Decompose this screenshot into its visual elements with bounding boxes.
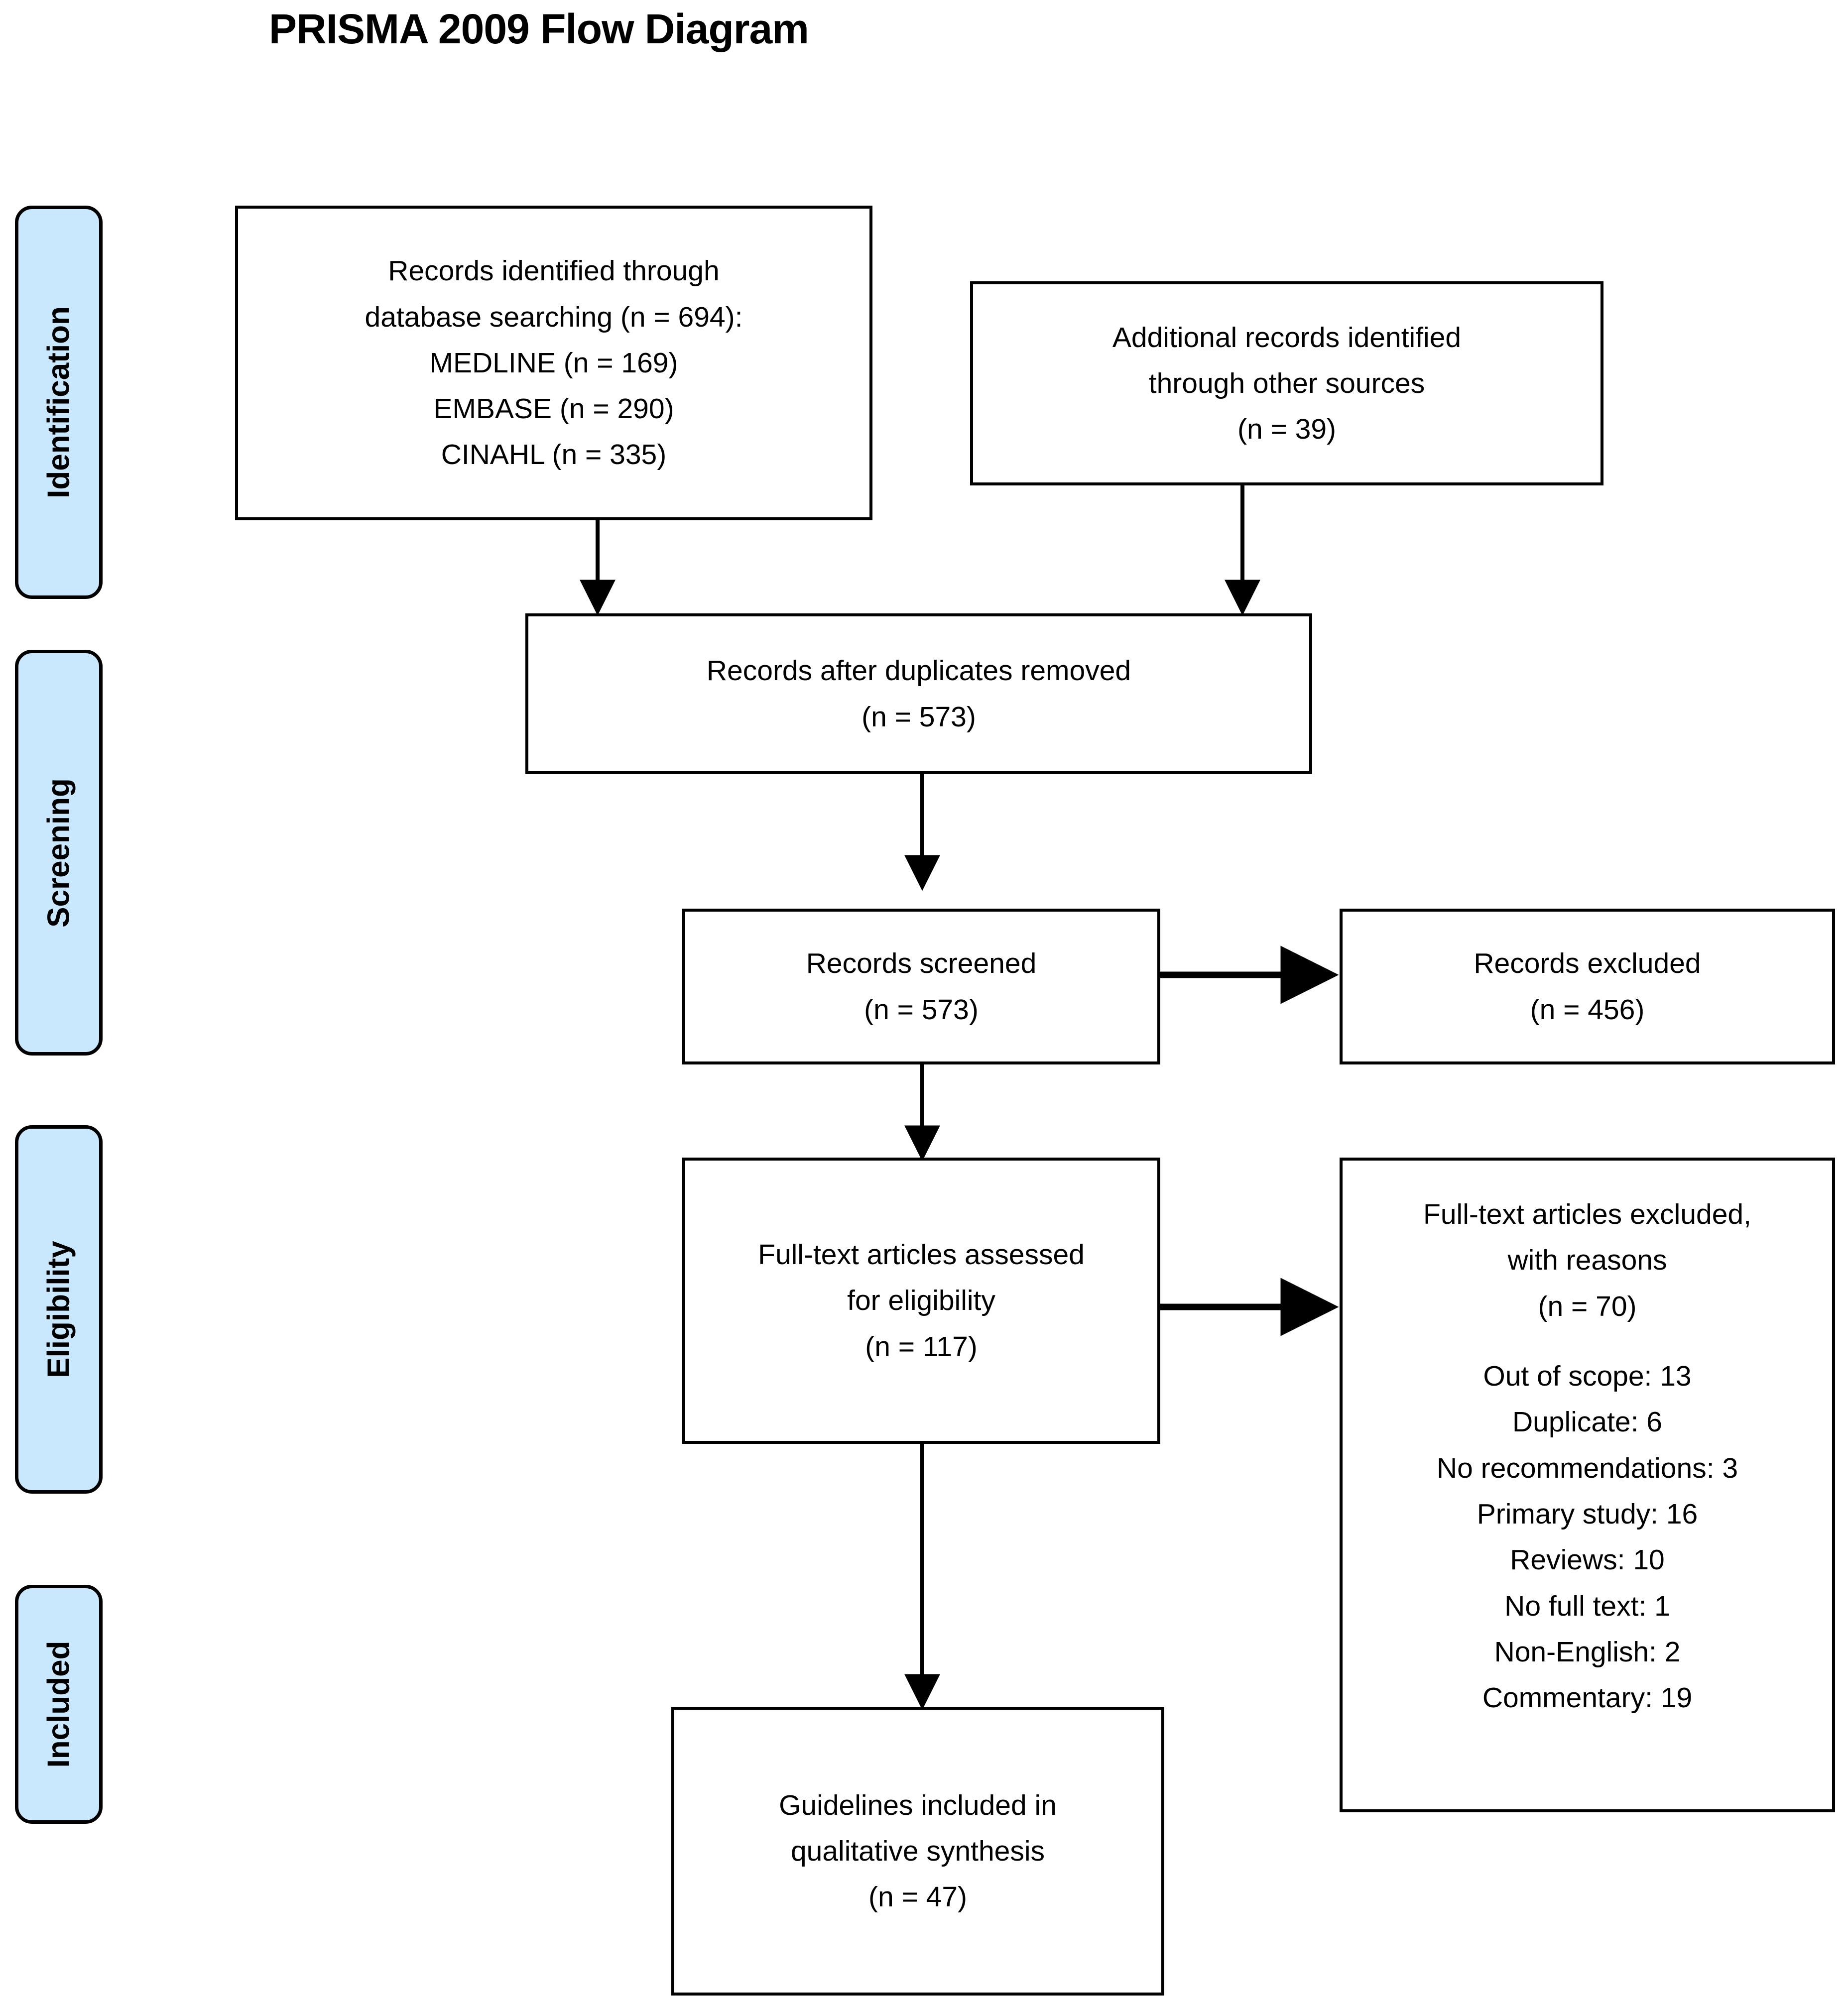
box-records-screened: Records screened (n = 573): [682, 909, 1160, 1064]
exclusion-reason: Reviews: 10: [1510, 1544, 1665, 1576]
stage-label-screening: Screening: [15, 650, 103, 1056]
box-line: (n = 70): [1538, 1290, 1637, 1322]
box-line: database searching (n = 694):: [365, 301, 743, 333]
box-records-identified-database: Records identified through database sear…: [235, 206, 872, 520]
box-line: through other sources: [1148, 367, 1425, 399]
box-line: Records screened: [806, 947, 1037, 980]
box-line: (n = 117): [865, 1330, 978, 1363]
box-line: Full-text articles assessed: [758, 1239, 1085, 1271]
stage-label-screening-text: Screening: [41, 778, 76, 928]
exclusion-reason: No recommendations: 3: [1436, 1452, 1738, 1484]
box-line: Additional records identified: [1112, 321, 1462, 353]
stage-label-eligibility: Eligibility: [15, 1125, 103, 1494]
exclusion-reason: No full text: 1: [1504, 1590, 1670, 1622]
stage-label-identification: Identification: [15, 206, 103, 599]
stage-label-included: Included: [15, 1585, 103, 1824]
box-line: Guidelines included in: [779, 1789, 1057, 1821]
box-line: qualitative synthesis: [790, 1835, 1045, 1867]
box-line: (n = 456): [1530, 993, 1645, 1026]
box-line: Full-text articles excluded,: [1423, 1198, 1751, 1230]
box-fulltext-excluded-reasons: Full-text articles excluded, with reason…: [1340, 1158, 1835, 1812]
box-line: CINAHL (n = 335): [441, 439, 667, 471]
box-line: for eligibility: [847, 1285, 995, 1317]
box-line: (n = 39): [1237, 413, 1337, 446]
box-records-excluded: Records excluded (n = 456): [1340, 909, 1835, 1064]
page-title: PRISMA 2009 Flow Diagram: [269, 5, 809, 52]
box-guidelines-included-synthesis: Guidelines included in qualitative synth…: [671, 1707, 1164, 1996]
box-line: with reasons: [1507, 1244, 1667, 1277]
stage-label-included-text: Included: [41, 1641, 76, 1768]
box-line: EMBASE (n = 290): [433, 393, 674, 425]
exclusion-reason: Commentary: 19: [1482, 1682, 1693, 1714]
box-line: (n = 573): [864, 993, 979, 1026]
box-line: Records excluded: [1474, 947, 1701, 980]
box-line: Records identified through: [388, 255, 720, 287]
box-line: (n = 47): [868, 1881, 968, 1913]
box-fulltext-assessed-eligibility: Full-text articles assessed for eligibil…: [682, 1158, 1160, 1444]
exclusion-reason: Duplicate: 6: [1512, 1406, 1662, 1438]
box-line: MEDLINE (n = 169): [429, 347, 678, 379]
exclusion-reason: Primary study: 16: [1477, 1498, 1698, 1530]
exclusion-reason: Out of scope: 13: [1483, 1360, 1692, 1392]
exclusion-reason: Non-English: 2: [1494, 1636, 1681, 1668]
box-records-after-duplicates-removed: Records after duplicates removed (n = 57…: [525, 613, 1312, 774]
box-line: Records after duplicates removed: [706, 655, 1131, 687]
stage-label-identification-text: Identification: [41, 306, 76, 498]
stage-label-eligibility-text: Eligibility: [41, 1241, 76, 1378]
box-additional-records-other-sources: Additional records identified through ot…: [970, 281, 1603, 485]
box-line: (n = 573): [862, 701, 976, 733]
